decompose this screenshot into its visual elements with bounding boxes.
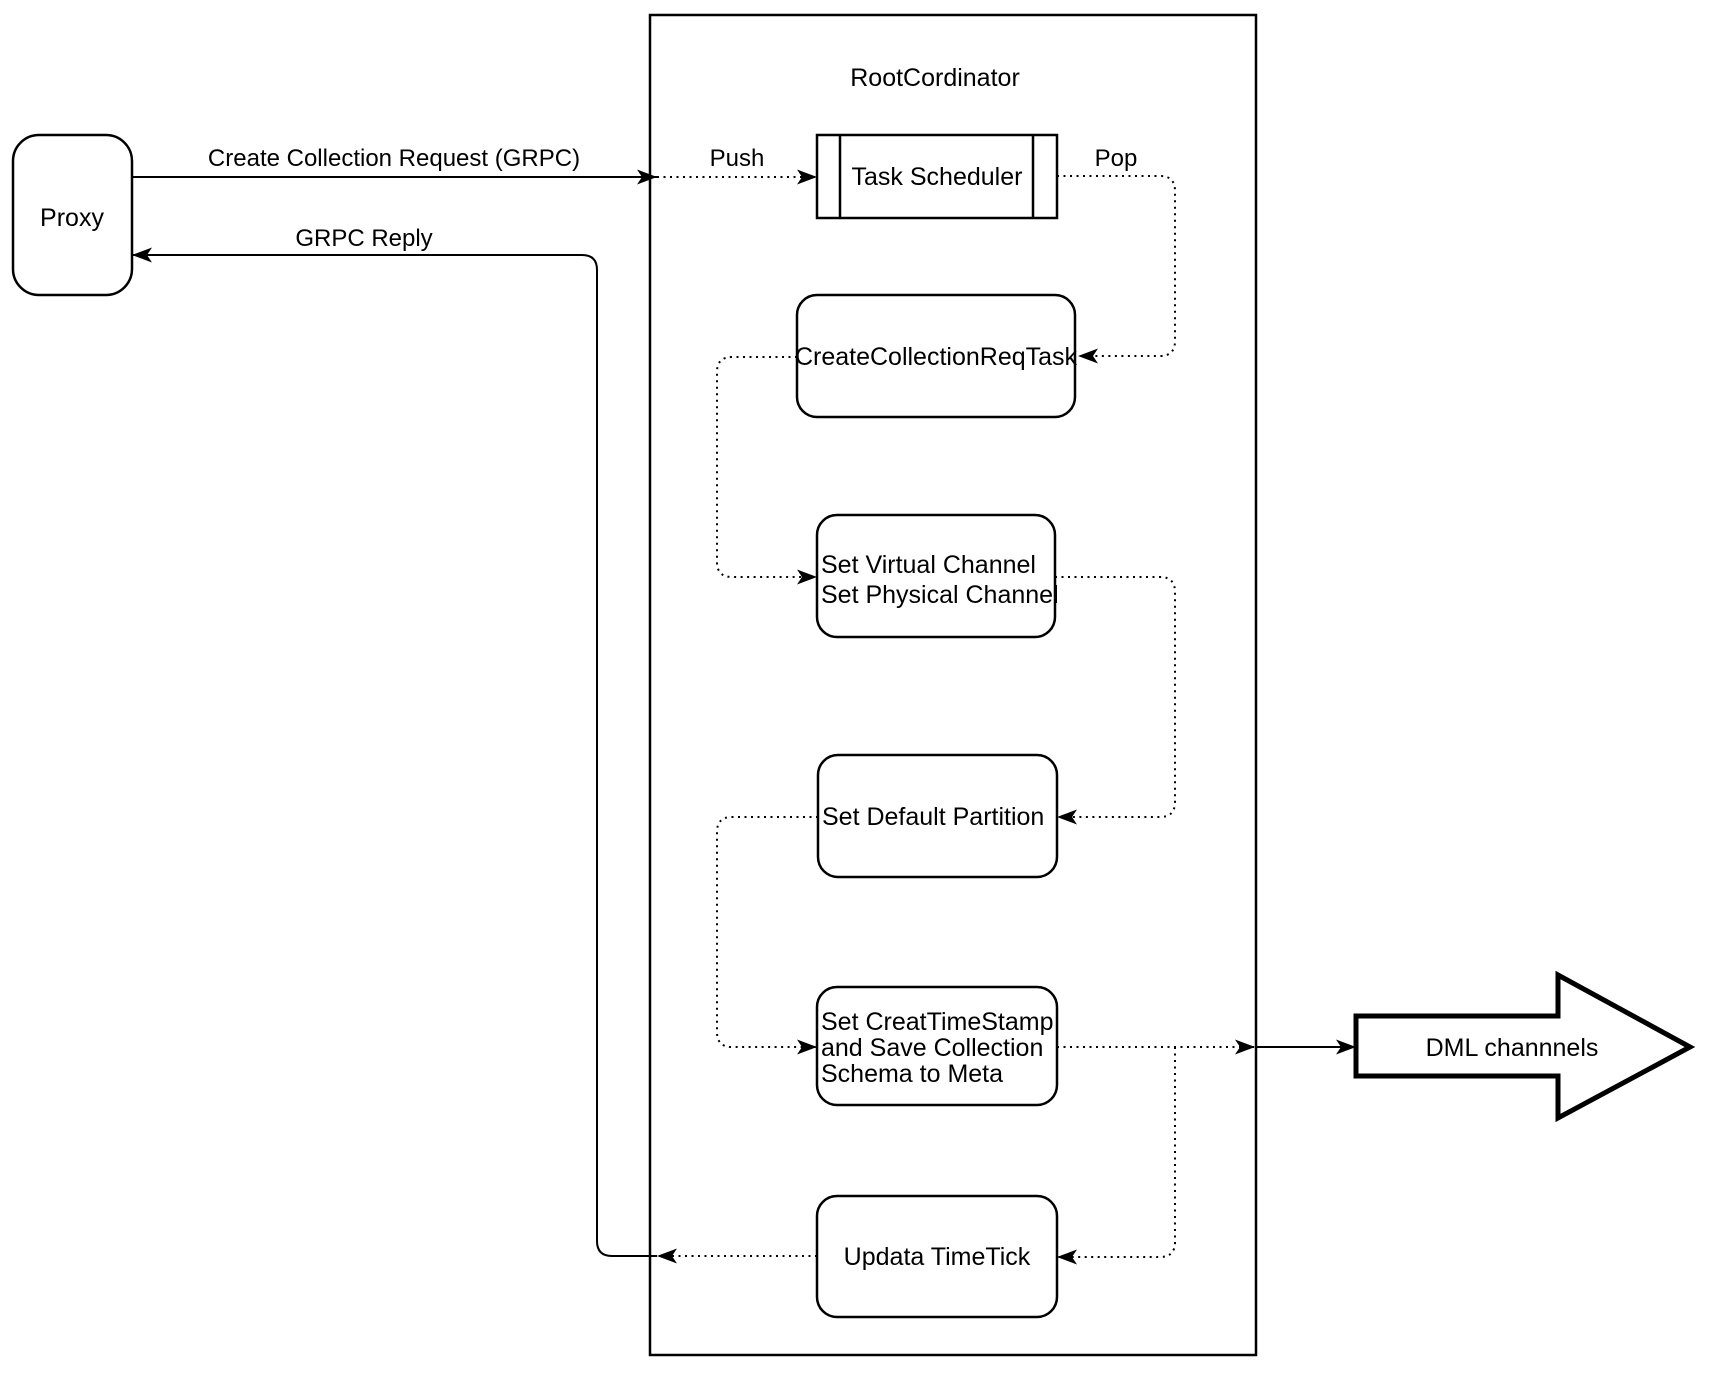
set-channels-line1: Set Virtual Channel xyxy=(821,551,1036,579)
node-create-collection-req-task: CreateCollectionReqTask xyxy=(795,293,1078,419)
updata-timetick-box xyxy=(815,1194,1059,1319)
node-task-scheduler: Task Scheduler xyxy=(815,133,1059,220)
rootcordinator-border xyxy=(648,13,1258,1357)
nodes: Proxy Task Scheduler CreateCollectionReq… xyxy=(11,133,1696,1319)
proxy-box xyxy=(11,133,134,297)
dml-channels-label: DML channnels xyxy=(1426,1034,1599,1062)
proxy-label: Proxy xyxy=(40,204,104,232)
rootcordinator-title: RootCordinator xyxy=(850,64,1020,92)
set-channels-line2: Set Physical Channel xyxy=(821,581,1059,609)
set-creat-timestamp-line1: Set CreatTimeStamp xyxy=(821,1008,1053,1036)
create-collection-req-task-box xyxy=(795,293,1077,419)
dml-channels-block-arrow xyxy=(1353,970,1696,1123)
create-collection-req-task-label: CreateCollectionReqTask xyxy=(795,343,1078,371)
edge-push-label: Push xyxy=(710,145,765,172)
edge-grpc-reply-arrow xyxy=(132,247,657,1257)
node-set-default-partition: Set Default Partition xyxy=(816,753,1059,879)
container-rootcordinator: RootCordinator xyxy=(648,13,1258,1357)
set-default-partition-box xyxy=(816,753,1059,879)
set-creat-timestamp-line3: Schema to Meta xyxy=(821,1060,1003,1088)
node-set-creat-timestamp: Set CreatTimeStamp and Save Collection S… xyxy=(815,985,1059,1107)
task-scheduler-label: Task Scheduler xyxy=(852,163,1023,191)
set-channels-box xyxy=(815,513,1057,639)
node-dml-channels: DML channnels xyxy=(1353,970,1696,1123)
edge-timestamp-to-timetick-arrow xyxy=(1057,1047,1176,1265)
edges: Create Collection Request (GRPC) GRPC Re… xyxy=(132,145,1356,1265)
set-creat-timestamp-box xyxy=(815,985,1059,1107)
task-scheduler-box xyxy=(815,133,1059,220)
edge-pop-arrow xyxy=(1057,175,1176,364)
edge-pop-label: Pop xyxy=(1095,145,1138,172)
node-set-channels: Set Virtual Channel Set Physical Channel xyxy=(815,513,1059,639)
node-updata-timetick: Updata TimeTick xyxy=(815,1194,1059,1319)
set-default-partition-label: Set Default Partition xyxy=(822,803,1044,831)
set-creat-timestamp-line2: and Save Collection xyxy=(821,1034,1043,1062)
edge-setchannels-to-defaultpartition-arrow xyxy=(1055,576,1176,825)
node-proxy: Proxy xyxy=(11,133,134,297)
edge-defaultpartition-to-timestamp-arrow xyxy=(716,816,818,1055)
edge-create-collection-request-label: Create Collection Request (GRPC) xyxy=(208,145,580,172)
edge-grpc-reply-label: GRPC Reply xyxy=(295,225,432,252)
updata-timetick-label: Updata TimeTick xyxy=(844,1243,1031,1271)
